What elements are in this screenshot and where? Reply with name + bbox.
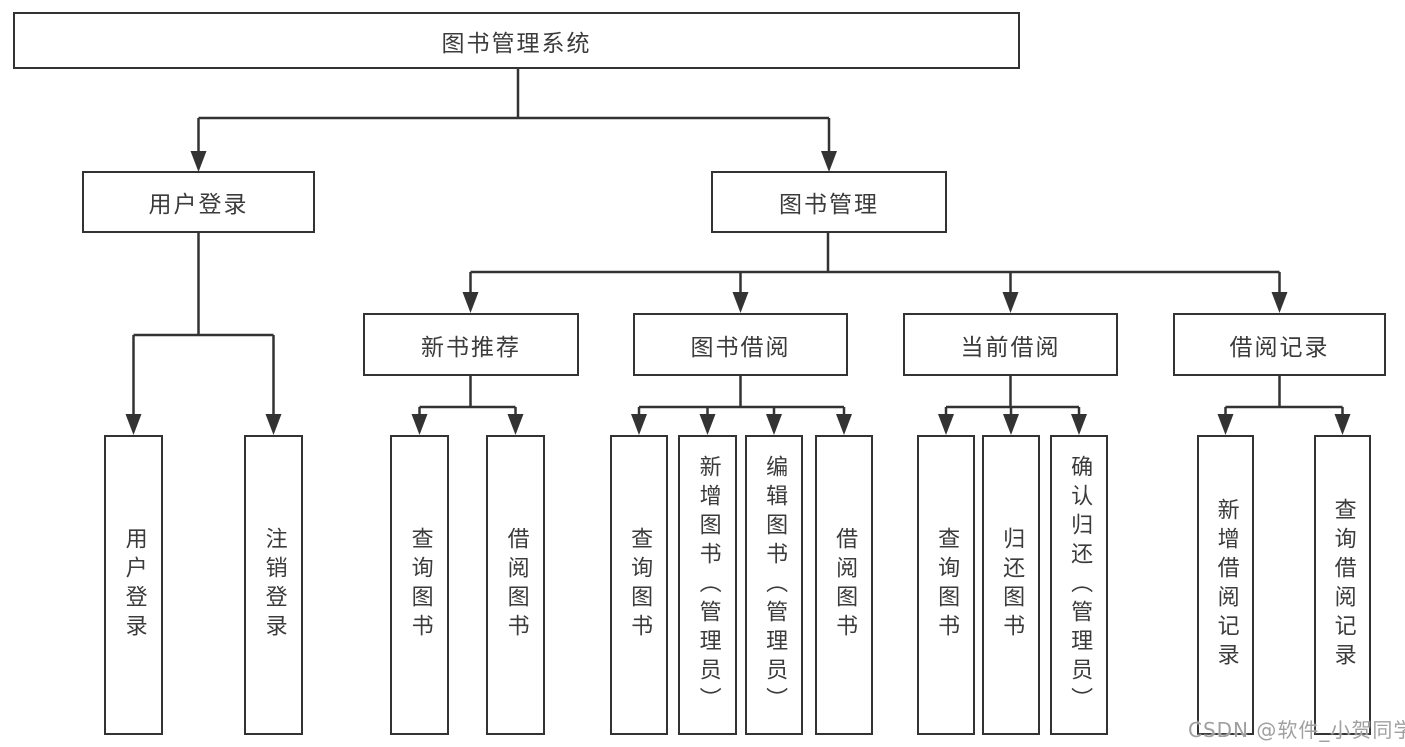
node-new-book-recommendation: 新书推荐 (363, 313, 579, 376)
leaf-borrow-books-recommend: 借阅图书 (486, 435, 545, 735)
node-label: 图书管理系统 (441, 30, 592, 57)
leaf-label: 借阅图书 (503, 527, 529, 643)
leaf-label: 新增图书（管理员） (695, 454, 721, 716)
node-label: 图书管理 (779, 192, 879, 218)
node-book-management: 图书管理 (711, 171, 947, 233)
leaf-label: 查询借阅记录 (1330, 498, 1356, 672)
leaf-query-borrow-record: 查询借阅记录 (1314, 435, 1371, 735)
leaf-query-books-current: 查询图书 (917, 435, 975, 735)
arrowheads (125, 151, 1351, 435)
leaf-logout: 注销登录 (244, 435, 303, 735)
leaf-label: 归还图书 (999, 527, 1025, 643)
leaf-label: 编辑图书（管理员） (762, 454, 788, 716)
node-label: 新书推荐 (421, 334, 521, 361)
node-user-login: 用户登录 (82, 171, 315, 233)
csdn-watermark: CSDN @软件_小贺同学 (1188, 718, 1405, 742)
leaf-return-books: 归还图书 (982, 435, 1040, 735)
leaf-borrow-books: 借阅图书 (815, 435, 873, 735)
leaf-label: 查询图书 (407, 527, 433, 643)
leaf-label: 查询图书 (627, 527, 653, 643)
leaf-user-login: 用户登录 (104, 435, 163, 735)
leaf-label: 注销登录 (261, 527, 287, 643)
node-borrowing-records: 借阅记录 (1173, 313, 1386, 376)
leaf-add-borrow-record: 新增借阅记录 (1197, 435, 1254, 735)
node-label: 用户登录 (148, 192, 249, 218)
node-label: 当前借阅 (960, 334, 1061, 361)
leaf-edit-books-admin: 编辑图书（管理员） (745, 435, 803, 735)
node-book-borrowing: 图书借阅 (633, 313, 848, 376)
leaf-label: 新增借阅记录 (1213, 498, 1239, 672)
leaf-label: 确认归还（管理员） (1067, 454, 1093, 716)
leaf-label: 借阅图书 (832, 527, 858, 643)
tree-edges (132, 69, 1344, 416)
leaf-query-books-borrow: 查询图书 (610, 435, 668, 735)
node-label: 借阅记录 (1229, 334, 1330, 361)
node-current-borrowing: 当前借阅 (903, 313, 1118, 376)
node-library-management-system: 图书管理系统 (13, 12, 1020, 69)
leaf-label: 查询图书 (934, 527, 960, 643)
leaf-add-books-admin: 新增图书（管理员） (678, 435, 737, 735)
leaf-query-books-recommend: 查询图书 (390, 435, 449, 735)
node-label: 图书借阅 (690, 334, 791, 361)
leaf-confirm-return-admin: 确认归还（管理员） (1050, 435, 1108, 735)
leaf-label: 用户登录 (121, 527, 147, 643)
